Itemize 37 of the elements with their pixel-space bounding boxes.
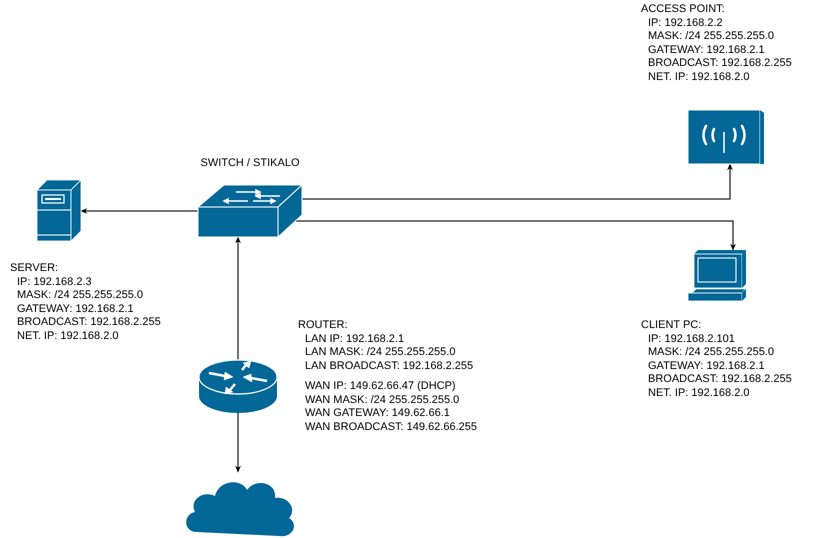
info-line: NET. IP: 192.168.2.0 [16,330,119,343]
info-line: BROADCAST: 192.168.2.255 [16,316,161,330]
info-line: IP: 192.168.2.2 [647,16,723,30]
info-line: LAN IP: 192.168.2.1 [304,332,404,346]
info-line: LAN BROADCAST: 192.168.2.255 [304,360,474,373]
switch-icon [198,185,302,237]
connector-arrow [80,208,198,214]
info-line: GATEWAY: 192.168.2.1 [647,360,765,373]
connector-arrow [302,163,733,200]
connector-arrow [296,220,736,251]
info-line: LAN MASK: /24 255.255.255.0 [304,346,456,360]
computer-icon [688,250,748,303]
info-line: IP: 192.168.2.101 [647,332,735,346]
info-line: MASK: /24 255.255.255.0 [16,289,143,302]
router-heading: ROUTER: [298,319,348,332]
info-line: WAN IP: 149.62.66.47 (DHCP) [304,380,456,394]
connector-arrow [235,412,241,473]
info-line: NET. IP: 192.168.2.0 [647,70,750,84]
switch-label: SWITCH / STIKALO [200,157,300,170]
server-heading: SERVER: [10,262,58,276]
info-line: WAN BROADCAST: 149.62.66.255 [304,420,478,434]
info-line: GATEWAY: 192.168.2.1 [16,302,134,316]
info-line: WAN MASK: /24 255.255.255.0 [304,394,460,407]
info-line: BROADCAST: 192.168.2.255 [647,57,792,70]
info-line: MASK: /24 255.255.255.0 [647,346,774,360]
info-line: GATEWAY: 192.168.2.1 [647,44,765,57]
info-line: MASK: /24 255.255.255.0 [647,30,774,44]
router-icon [199,360,277,413]
client-heading: CLIENT PC: [641,319,702,332]
info-line: BROADCAST: 192.168.2.255 [647,373,792,386]
info-line: WAN GATEWAY: 149.62.66.1 [304,407,450,420]
access-point-heading: ACCESS POINT: [641,3,725,16]
connector-arrow [235,236,241,360]
info-line: NET. IP: 192.168.2.0 [647,386,750,400]
access-point-icon [688,110,764,164]
server-icon [37,180,81,241]
info-line: IP: 192.168.2.3 [16,276,92,289]
